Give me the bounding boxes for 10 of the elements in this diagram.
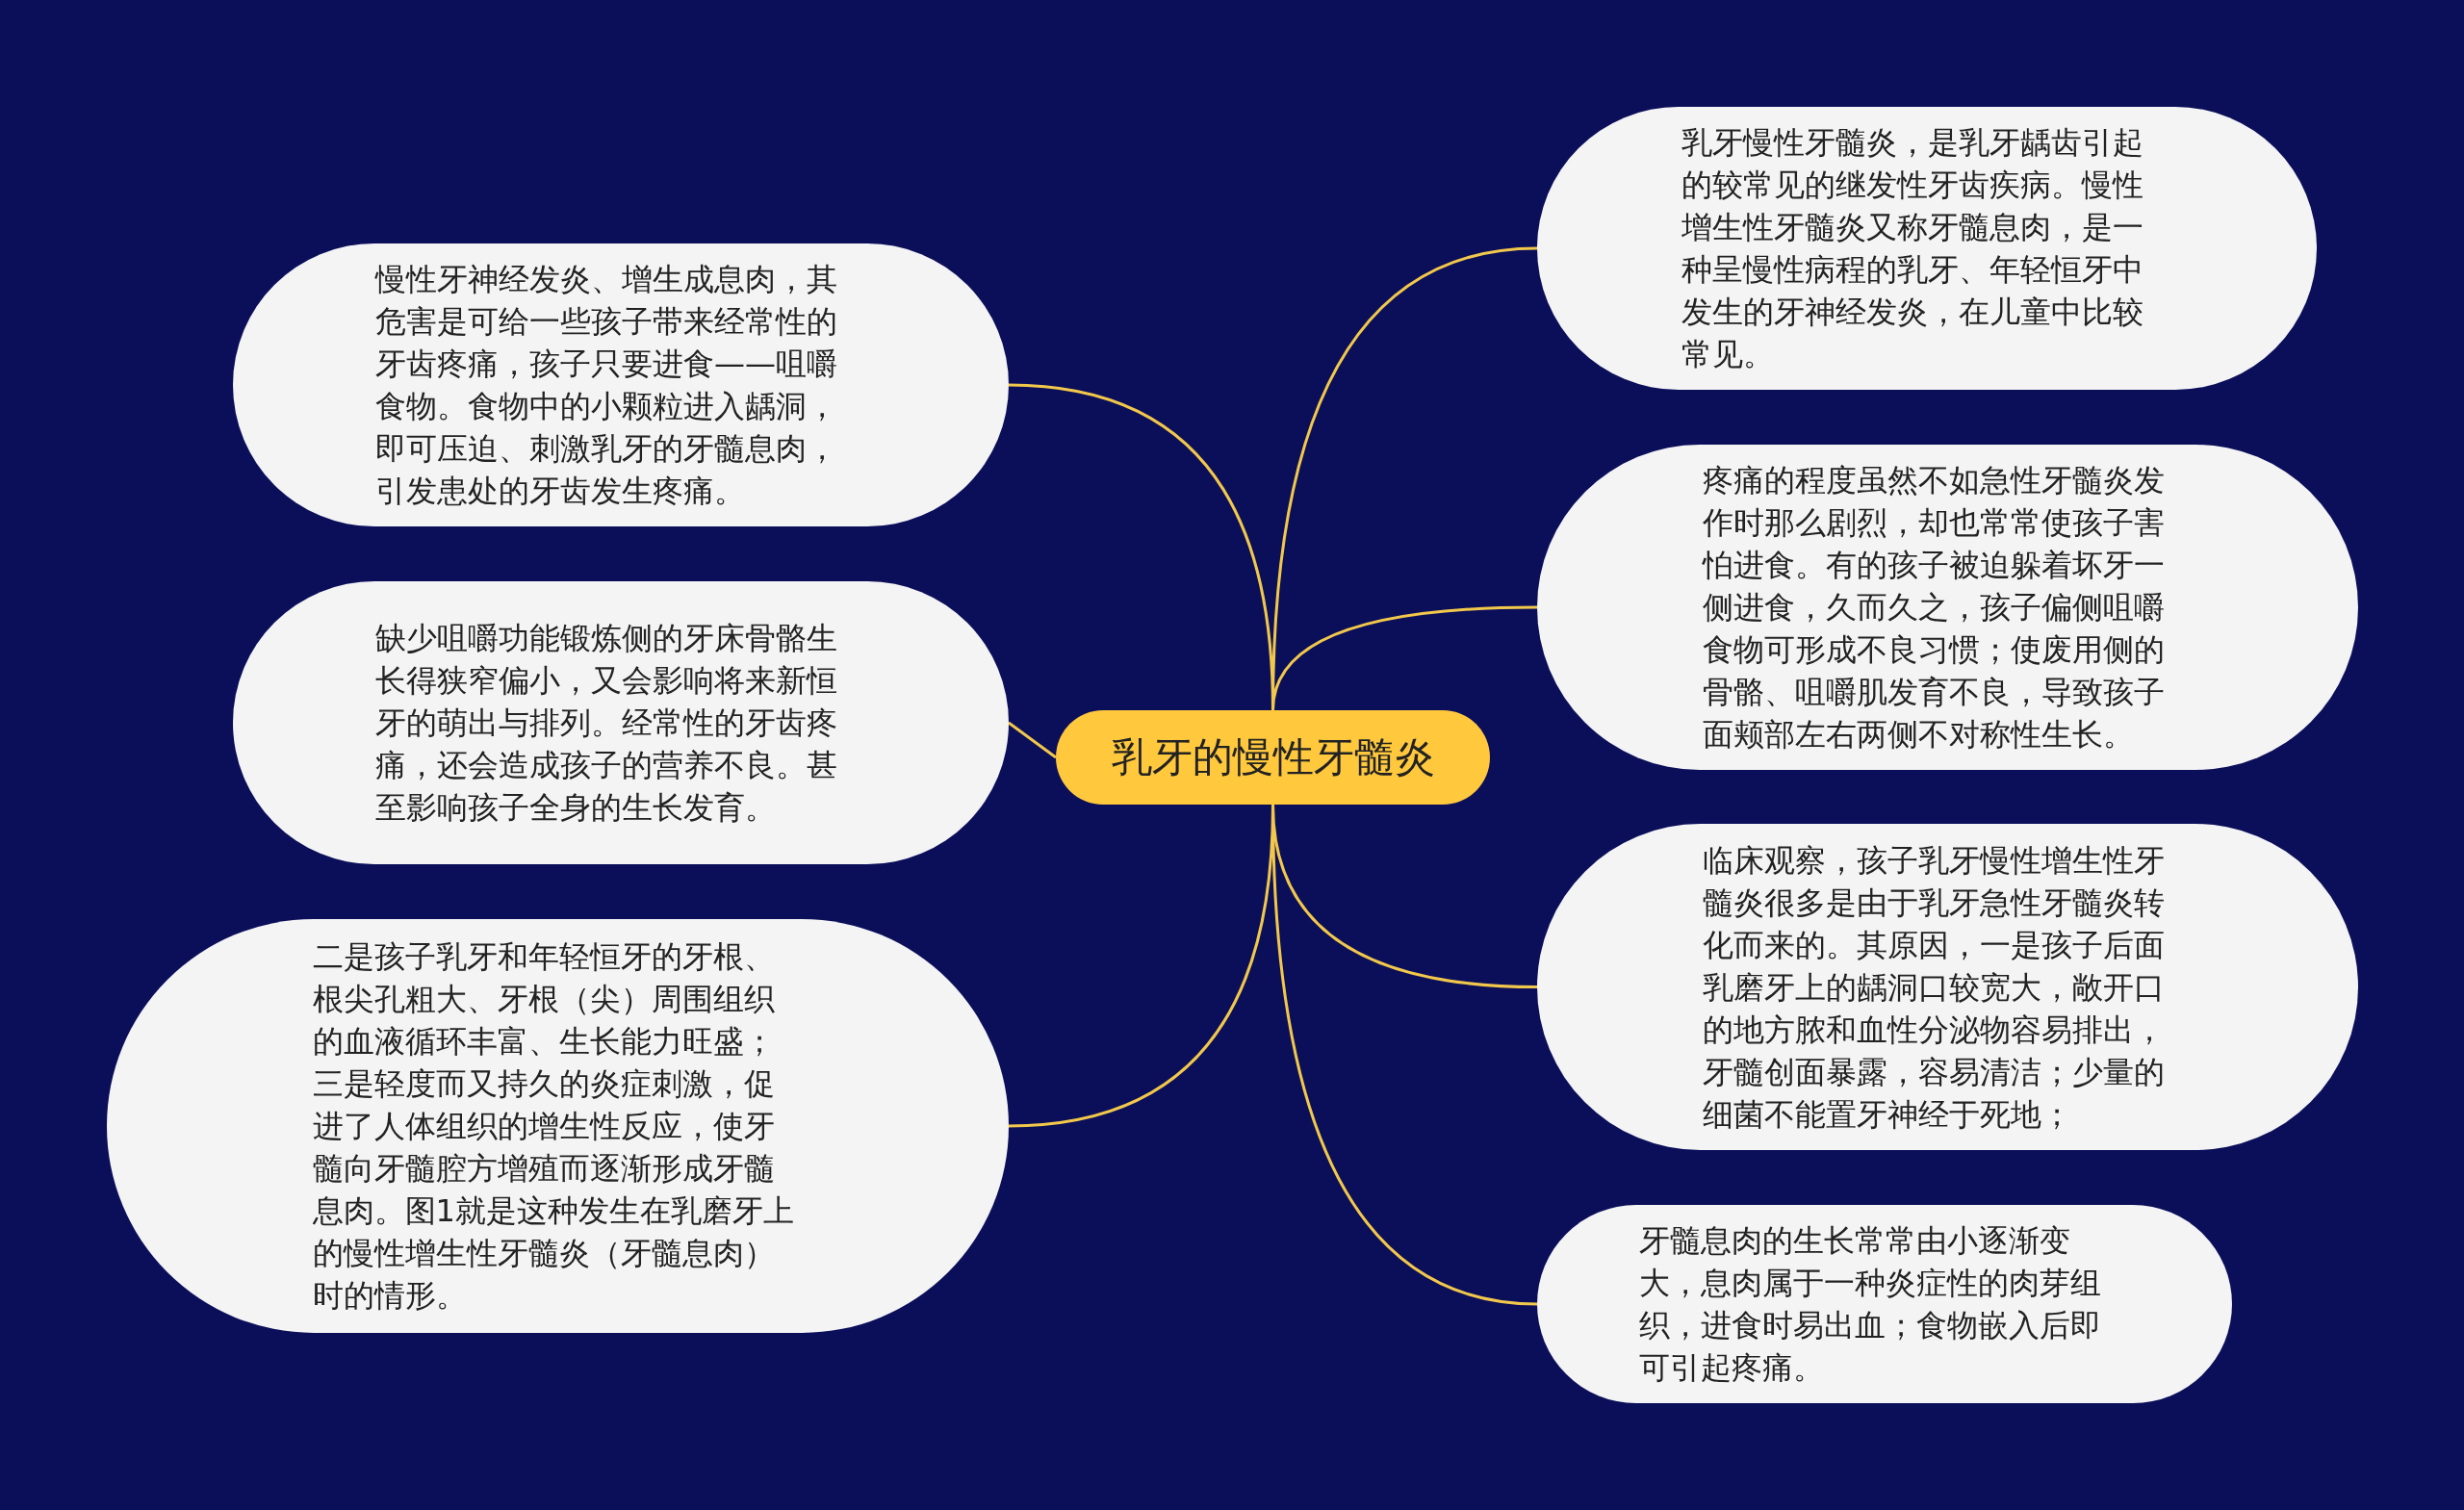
body-text: 牙髓息肉的生长常常由小逐渐变大，息肉属于一种炎症性的肉芽组织，进食时易出血；食物嵌入后即可引起疼痛。 [1639,1221,2102,1388]
connector-line [1271,605,1538,711]
topic-text: 乳牙的慢性牙髓炎 [1110,733,1436,781]
connector-line [1008,721,1057,759]
body-text: 疼痛的程度虽然不如急性牙髓炎发作时那么剧烈，却也常常使孩子害怕进食。有的孩子被迫躲着坏牙一侧进食，久而久之，孩子偏侧咀嚼食物可形成不良习惯；使废用侧的骨骼、咀嚼肌发育不良，导致孩子面颊部左右两侧不对称性生长。 [1702,461,2166,755]
body-text: 二是孩子乳牙和年轻恒牙的牙根、根尖孔粗大、牙根（尖）周围组织的血液循环丰富、生长能力旺盛；三是轻度而又持久的炎症刺激，促进了人体组织的增生性反应，使牙髓向牙髓腔方增殖而逐渐形成牙髓息肉。图1就是这种发生在乳磨牙上的慢性增生性牙髓炎（牙髓息肉）时的情形。 [312,937,795,1316]
body-text: 缺少咀嚼功能锻炼侧的牙床骨骼生长得狭窄偏小，又会影响将来新恒牙的萌出与排列。经常性的牙齿疼痛，还会造成孩子的营养不良。甚至影响孩子全身的生长发育。 [375,619,838,828]
body-text: 临床观察，孩子乳牙慢性增生性牙髓炎很多是由于乳牙急性牙髓炎转化而来的。其原因，一是孩子后面乳磨牙上的龋洞口较宽大，敞开口的地方脓和血性分泌物容易排出，牙髓创面暴露，容易清洁；少量的细菌不能置牙神经于死地； [1702,840,2166,1135]
body-text: 乳牙慢性牙髓炎，是乳牙龋齿引起的较常见的继发性牙齿疾病。慢性增生性牙髓炎又称牙髓息肉，是一种呈慢性病程的乳牙、年轻恒牙中发生的牙神经发炎，在儿童中比较常见。 [1681,123,2144,374]
body-text: 慢性牙神经发炎、增生成息肉，其危害是可给一些孩子带来经常性的牙齿疼痛，孩子只要进食——咀嚼食物。食物中的小颗粒进入龋洞，即可压迫、刺激乳牙的牙髓息肉，引发患处的牙齿发生疼痛。 [375,260,838,511]
